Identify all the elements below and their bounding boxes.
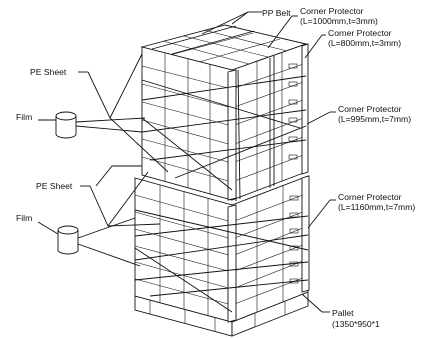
label-corner-protector-1: Corner Protector — [300, 6, 364, 16]
film-roll-bottom — [57, 217, 141, 267]
film-roll-top — [55, 111, 146, 139]
film-wrap-lower — [134, 209, 309, 313]
callout-labels: PP Belt Corner Protector (L=1000mm,t=3mm… — [16, 6, 415, 329]
label-corner-protector-2: Corner Protector — [328, 28, 392, 38]
pe-sheet-mid — [89, 165, 161, 227]
label-corner-protector-4: Corner Protector — [338, 192, 402, 202]
label-film-top: Film — [16, 112, 32, 122]
label-corner-protector-4-spec: (L=1160mm,t=7mm) — [338, 202, 415, 212]
carton-handles-lower — [289, 195, 299, 284]
carton-handles-upper — [288, 63, 298, 160]
upper-carton-stack — [140, 24, 308, 201]
film-wrap-upper — [141, 75, 307, 191]
label-pp-belt: PP Belt — [262, 8, 291, 18]
label-corner-protector-2-spec: (L=800mm,t=3mm) — [328, 38, 401, 48]
label-pe-sheet-top: PE Sheet — [30, 67, 67, 77]
leader-lines — [37, 11, 336, 313]
label-film-bottom: Film — [16, 213, 32, 223]
label-corner-protector-3: Corner Protector — [338, 104, 402, 114]
pe-sheet-top — [87, 53, 169, 173]
corner-protectors — [227, 43, 310, 323]
label-pallet: Pallet — [332, 308, 354, 318]
label-pallet-spec: (1350*950*1 — [332, 319, 380, 329]
label-pe-sheet-mid: PE Sheet — [36, 181, 73, 191]
label-corner-protector-1-spec: (L=1000mm,t=3mm) — [300, 16, 378, 26]
lower-carton-stack — [134, 175, 309, 323]
label-corner-protector-3-spec: (L=995mm,t=7mm) — [338, 114, 411, 124]
